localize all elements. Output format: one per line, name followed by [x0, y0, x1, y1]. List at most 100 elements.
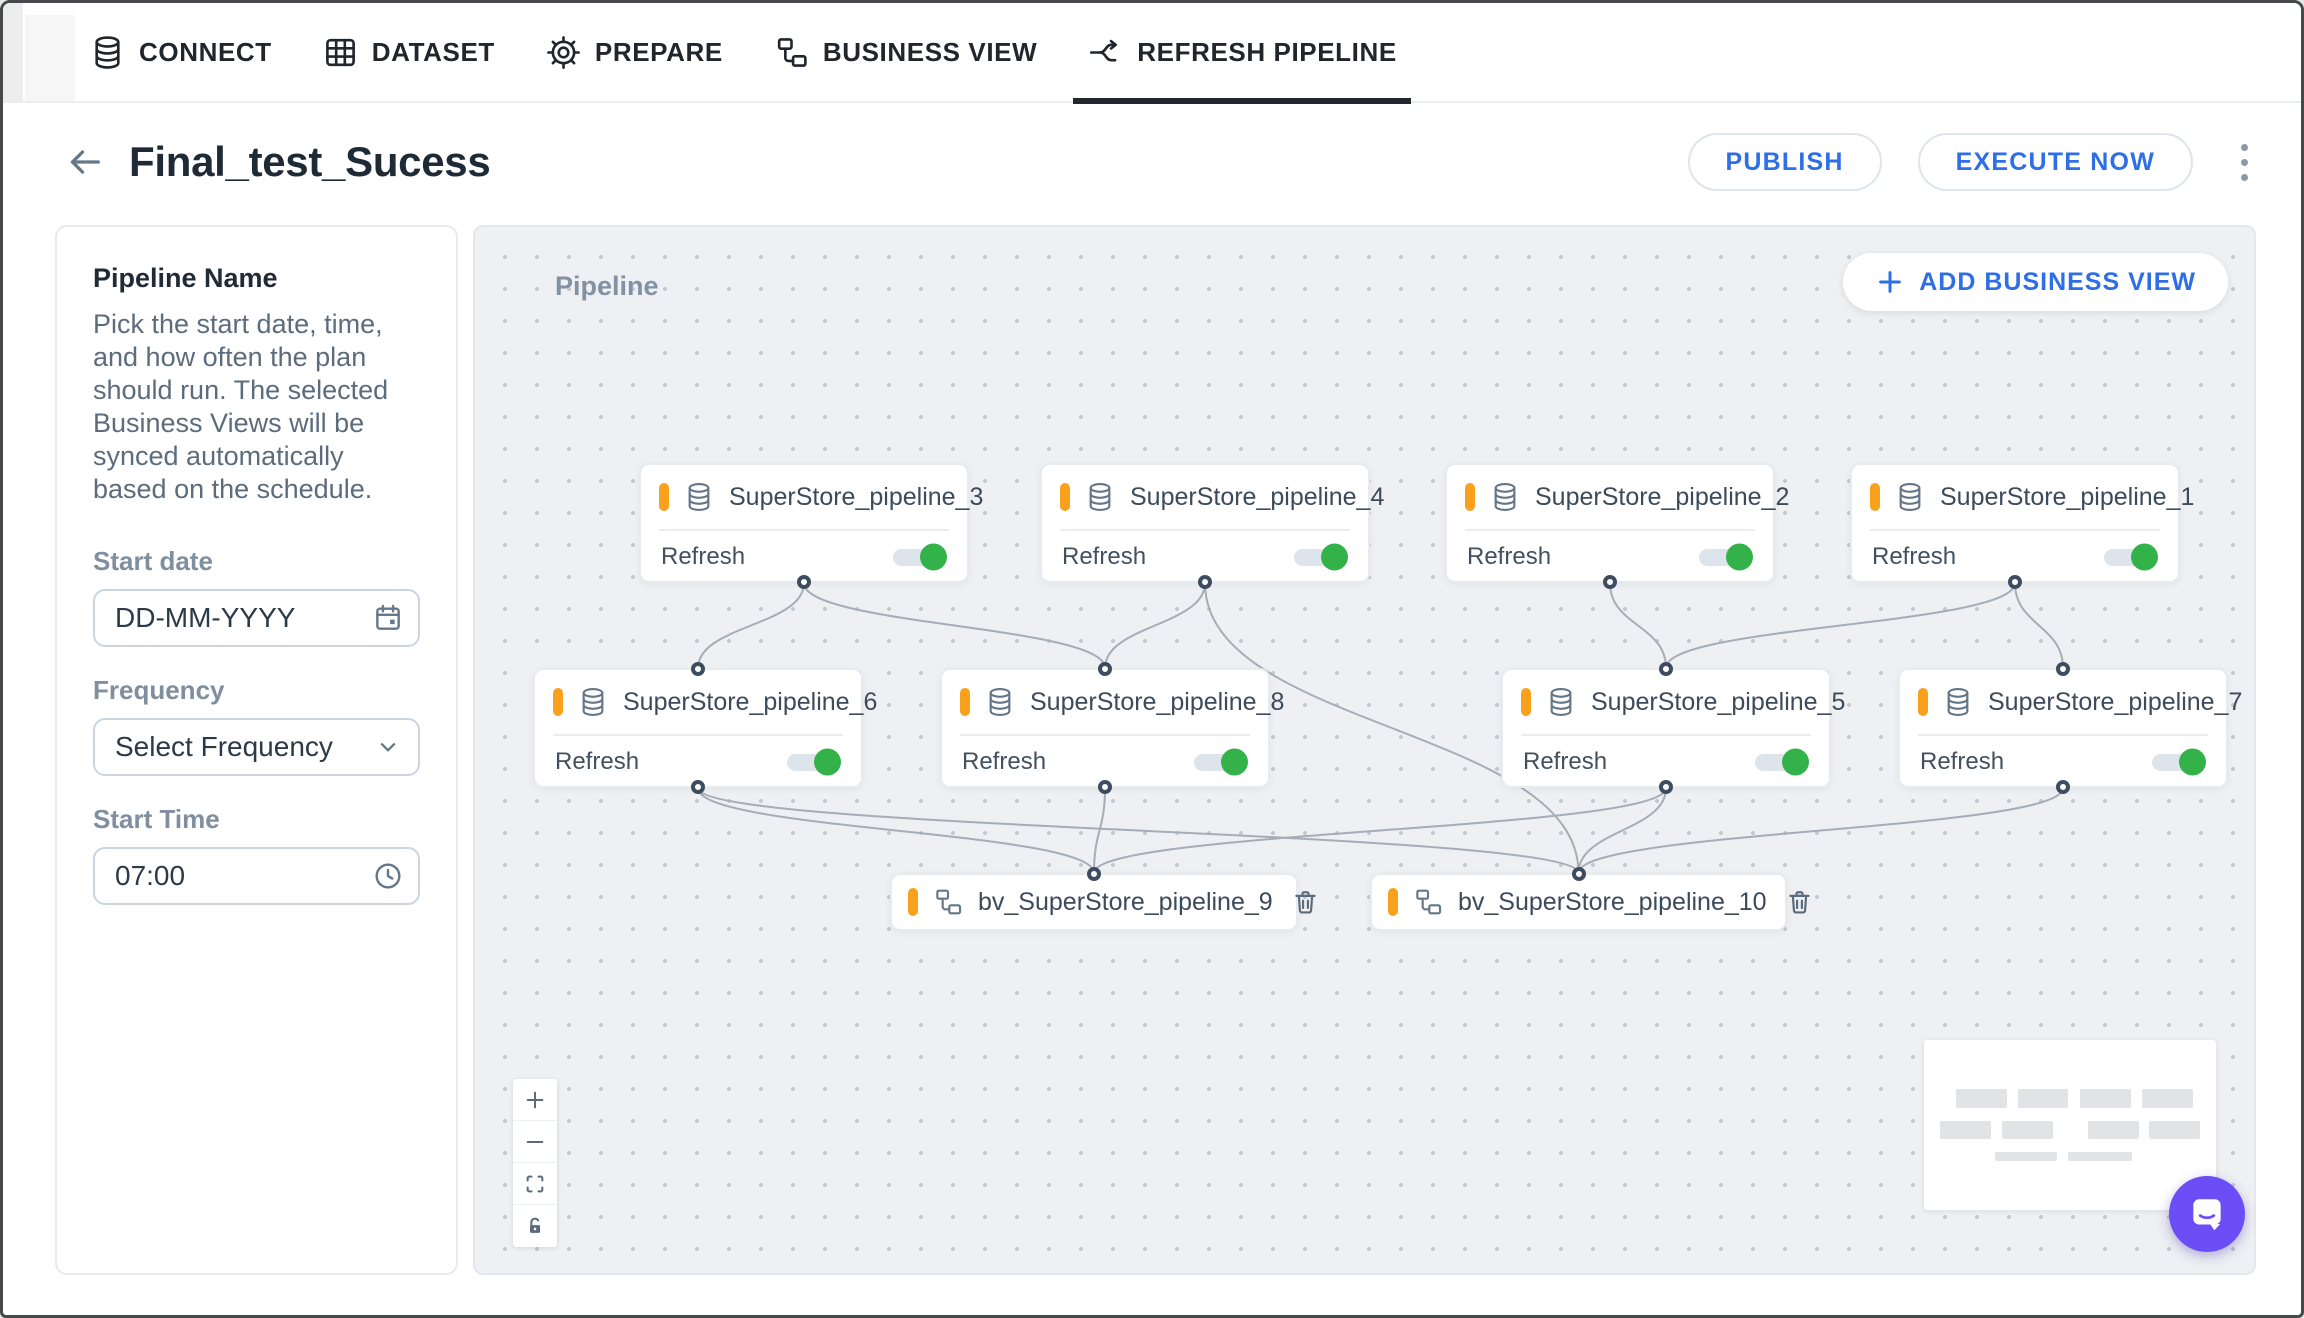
- refresh-toggle[interactable]: [1699, 543, 1753, 571]
- minimap-node: [2068, 1151, 2133, 1161]
- database-icon: [89, 34, 126, 71]
- node-title: SuperStore_pipeline_6: [623, 687, 878, 716]
- edge-p2-p5: [1609, 582, 1667, 669]
- node-header: SuperStore_pipeline_1: [1852, 465, 2194, 529]
- edge-p8-bv9: [1093, 787, 1106, 874]
- output-handle[interactable]: [797, 575, 811, 589]
- pipeline-canvas[interactable]: Pipeline ADD BUSINESS VIEW SuperStore_pi…: [473, 225, 2256, 1275]
- output-handle[interactable]: [691, 780, 705, 794]
- execute-now-button[interactable]: EXECUTE NOW: [1917, 133, 2193, 191]
- refresh-toggle[interactable]: [1194, 748, 1248, 776]
- output-handle[interactable]: [1098, 780, 1112, 794]
- edge-p1-p5: [1665, 582, 2016, 669]
- refresh-label: Refresh: [962, 748, 1047, 775]
- minimap-node: [2017, 1089, 2069, 1108]
- add-business-view-label: ADD BUSINESS VIEW: [1919, 267, 2196, 296]
- node-header: SuperStore_pipeline_7: [1900, 670, 2242, 734]
- refresh-toggle[interactable]: [1294, 543, 1348, 571]
- tab-business-view[interactable]: BUSINESS VIEW: [771, 3, 1039, 102]
- input-handle[interactable]: [1087, 867, 1101, 881]
- frequency-label: Frequency: [93, 675, 225, 705]
- status-pill: [1521, 688, 1531, 716]
- start-date-input[interactable]: [93, 589, 420, 647]
- tab-refresh-pipeline[interactable]: REFRESH PIPELINE: [1073, 3, 1411, 104]
- refresh-toggle[interactable]: [893, 543, 947, 571]
- status-pill: [1870, 483, 1880, 511]
- input-handle[interactable]: [1571, 867, 1586, 881]
- status-pill: [960, 688, 970, 716]
- input-handle[interactable]: [691, 662, 705, 676]
- start-time-label: Start Time: [93, 804, 220, 834]
- business-view-node-bv9[interactable]: bv_SuperStore_pipeline_9: [890, 867, 1316, 931]
- fit-view-icon: [526, 1175, 544, 1192]
- tab-bar: CONNECT DATASET PREPARE BUSINESS VIEW REFRES…: [87, 3, 1445, 104]
- business-view-icon: [932, 886, 964, 918]
- business-view-icon: [1412, 886, 1444, 918]
- tab-prepare[interactable]: PREPARE: [543, 3, 725, 102]
- toggle-knob: [1726, 543, 1753, 571]
- refresh-label: Refresh: [1872, 543, 1957, 570]
- edge-p5-bv9: [1093, 787, 1667, 874]
- divider: [1918, 734, 2208, 736]
- node-header: SuperStore_pipeline_4: [1042, 465, 1384, 529]
- output-handle[interactable]: [1198, 575, 1212, 589]
- toggle-knob: [1221, 748, 1248, 776]
- input-handle[interactable]: [1098, 662, 1112, 676]
- minimap-node: [2088, 1120, 2140, 1139]
- node-refresh-row: Refresh: [1900, 736, 2226, 786]
- chat-widget-button[interactable]: [2169, 1176, 2245, 1252]
- output-handle[interactable]: [1659, 780, 1673, 794]
- tab-dataset[interactable]: DATASET: [320, 3, 497, 102]
- business-view-node-bv10[interactable]: bv_SuperStore_pipeline_10: [1370, 867, 1810, 931]
- node-refresh-row: Refresh: [1042, 531, 1368, 581]
- dataset-icon: [984, 686, 1016, 718]
- divider: [553, 734, 843, 736]
- back-button[interactable]: [61, 138, 109, 186]
- panel-heading: Pipeline Name: [93, 263, 278, 293]
- output-handle[interactable]: [1603, 575, 1617, 589]
- node-header: SuperStore_pipeline_3: [641, 465, 983, 529]
- minimap-node: [1994, 1151, 2058, 1161]
- node-title: bv_SuperStore_pipeline_9: [978, 887, 1273, 916]
- zoom-in-button[interactable]: [513, 1079, 557, 1121]
- delete-node-button[interactable]: [1785, 888, 1814, 917]
- tab-connect[interactable]: CONNECT: [87, 3, 274, 102]
- fit-view-button[interactable]: [513, 1163, 557, 1205]
- publish-button[interactable]: PUBLISH: [1687, 133, 1882, 191]
- node-title: bv_SuperStore_pipeline_10: [1458, 887, 1767, 916]
- start-time-input[interactable]: [93, 847, 420, 905]
- input-handle[interactable]: [1659, 662, 1673, 676]
- divider: [1465, 529, 1755, 531]
- input-handle[interactable]: [2056, 662, 2070, 676]
- output-handle[interactable]: [2008, 575, 2022, 589]
- dataset-icon: [1545, 686, 1577, 718]
- minimap[interactable]: [1924, 1040, 2216, 1210]
- refresh-toggle[interactable]: [2152, 748, 2206, 776]
- refresh-toggle[interactable]: [1755, 748, 1809, 776]
- zoom-out-button[interactable]: [513, 1121, 557, 1163]
- frequency-select[interactable]: Select Frequency: [93, 718, 420, 776]
- delete-node-button[interactable]: [1291, 888, 1320, 917]
- add-business-view-button[interactable]: ADD BUSINESS VIEW: [1843, 253, 2228, 311]
- dataset-icon: [1084, 481, 1116, 513]
- status-pill: [908, 888, 918, 916]
- tab-label: REFRESH PIPELINE: [1137, 36, 1397, 67]
- output-handle[interactable]: [2056, 780, 2070, 794]
- lock-button[interactable]: [513, 1205, 557, 1247]
- toggle-knob: [2131, 543, 2158, 571]
- refresh-toggle[interactable]: [2104, 543, 2158, 571]
- status-pill: [1918, 688, 1928, 716]
- refresh-toggle[interactable]: [787, 748, 841, 776]
- plus-icon: [1879, 271, 1902, 293]
- status-pill: [1060, 483, 1070, 511]
- kebab-menu-icon[interactable]: [2229, 133, 2259, 191]
- header-actions: PUBLISH EXECUTE NOW: [1687, 123, 2259, 201]
